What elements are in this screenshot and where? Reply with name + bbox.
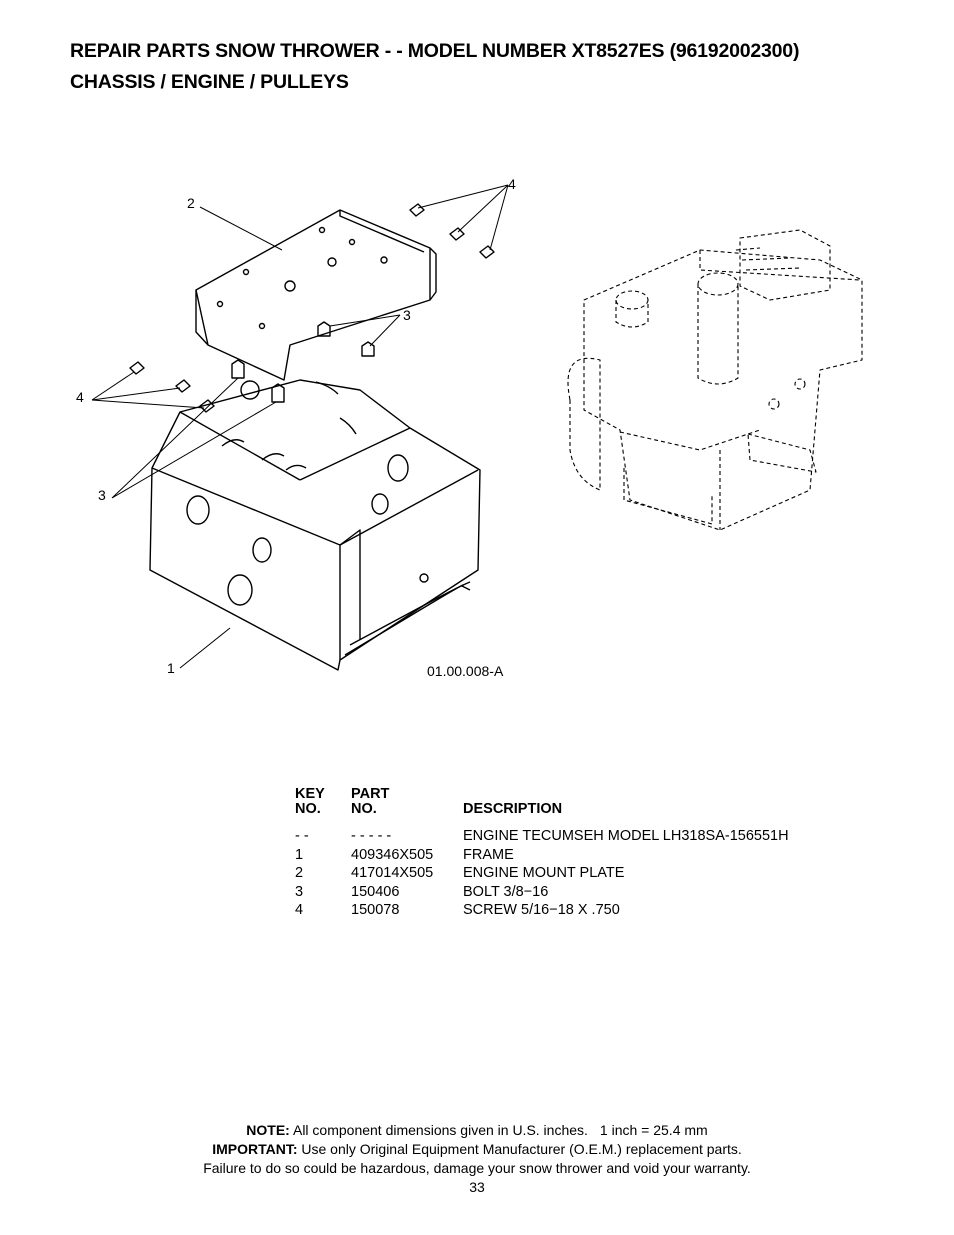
table-row: 4 150078 SCREW 5/16−18 X .750	[295, 902, 620, 918]
warning-line: Failure to do so could be hazardous, dam…	[203, 1160, 751, 1176]
callout-labels: 2 4 3 4 3 1 01.00.008-A	[76, 176, 516, 679]
callout-4-left: 4	[76, 389, 84, 405]
table-row: - - - - - - - ENGINE TECUMSEH MODEL LH31…	[295, 828, 789, 844]
callout-4-top: 4	[508, 176, 516, 192]
page-number: 33	[469, 1179, 485, 1195]
table-row: 2 417014X505 ENGINE MOUNT PLATE	[295, 865, 625, 881]
figure-reference: 01.00.008-A	[427, 663, 504, 679]
note-line: NOTE: All component dimensions given in …	[246, 1122, 708, 1138]
parts-diagram: 2 4 3 4 3 1 01.00.008-A	[76, 176, 863, 679]
callout-1: 1	[167, 660, 175, 676]
engine-mount-plate-drawing	[195, 209, 437, 381]
table-row: 1 409346X505 FRAME	[295, 846, 514, 863]
callout-2: 2	[187, 195, 195, 211]
important-line: IMPORTANT: Use only Original Equipment M…	[212, 1141, 742, 1157]
table-row: 3 150406 BOLT 3/8−16	[295, 883, 549, 900]
page-subtitle: CHASSIS / ENGINE / PULLEYS	[70, 71, 349, 93]
header-description: DESCRIPTION	[463, 801, 563, 817]
frame-drawing	[149, 379, 481, 671]
page-footer: NOTE: All component dimensions given in …	[0, 1121, 954, 1197]
callout-leaders	[91, 184, 509, 669]
callout-3-top: 3	[403, 307, 411, 323]
callout-3-left: 3	[98, 487, 106, 503]
fasteners-drawing	[129, 203, 495, 413]
engine-phantom-drawing	[567, 229, 863, 531]
page-title: REPAIR PARTS SNOW THROWER - - MODEL NUMB…	[70, 40, 800, 62]
